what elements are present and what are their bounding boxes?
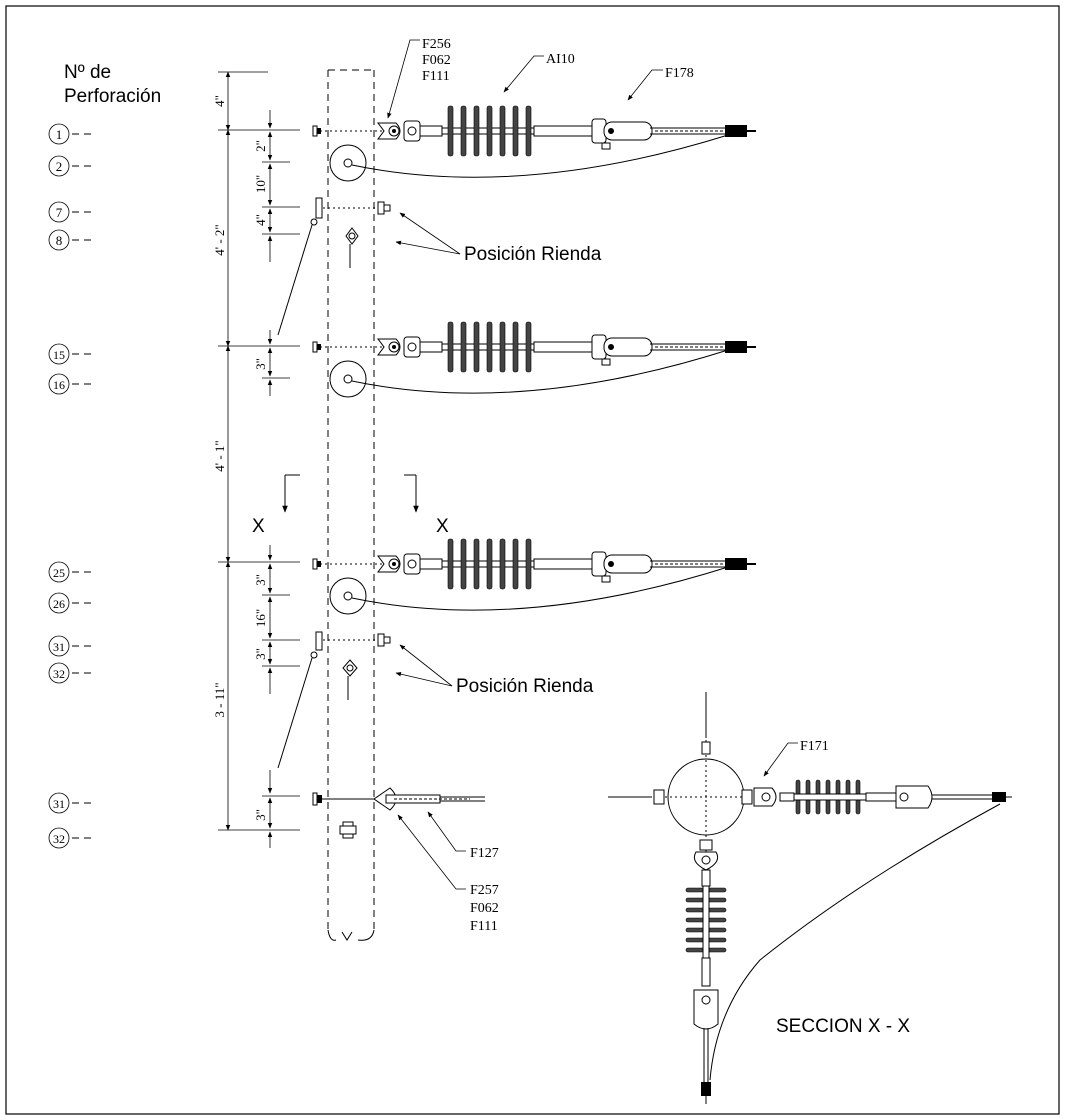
svg-text:3 - 11": 3 - 11" (212, 682, 227, 717)
svg-text:15: 15 (53, 348, 65, 362)
svg-text:31: 31 (53, 640, 65, 654)
svg-text:4' - 1": 4' - 1" (212, 440, 227, 471)
svg-text:4' - 2": 4' - 2" (212, 224, 227, 255)
hole-number: 32 (48, 662, 95, 684)
svg-text:F062: F062 (422, 53, 451, 68)
svg-text:10": 10" (253, 175, 268, 193)
svg-text:1: 1 (56, 127, 63, 142)
svg-text:3": 3" (253, 574, 268, 586)
svg-text:4": 4" (212, 95, 227, 107)
svg-text:32: 32 (53, 667, 65, 681)
guy-attachment-1 (277, 197, 391, 336)
svg-text:AI10: AI10 (546, 52, 575, 67)
header-label: Nº de (64, 62, 111, 83)
anchor-eye-2 (329, 349, 729, 398)
callout-top-hardware: F256 F062 F111 (387, 37, 451, 119)
svg-text:F127: F127 (470, 846, 499, 861)
section-view (608, 692, 1012, 1104)
hole-number: 2 (48, 155, 95, 177)
svg-text:2: 2 (56, 159, 63, 174)
hole-number: 15 (48, 343, 95, 365)
pole-outline (327, 69, 375, 941)
cut-label-left: X (252, 516, 265, 537)
svg-text:16: 16 (53, 378, 65, 392)
dimension-chain-inner (262, 110, 300, 848)
callout-guy-clamp: F127 (427, 811, 499, 861)
callout-bottom-hardware: F257 F062 F111 (397, 814, 499, 934)
svg-text:F178: F178 (665, 66, 694, 81)
svg-text:3": 3" (253, 358, 268, 370)
callout-deadend-clamp: F178 (627, 66, 694, 101)
hole-number: 8 (48, 229, 95, 251)
anchor-eye-3 (329, 566, 729, 615)
hole-number: 26 (48, 592, 95, 614)
guy-attachment-2 (277, 631, 391, 769)
svg-text:Posición Rienda: Posición Rienda (464, 244, 602, 265)
callout-insulator: AI10 (503, 52, 575, 93)
svg-text:4": 4" (253, 214, 268, 226)
svg-text:F257: F257 (470, 883, 499, 898)
svg-text:F062: F062 (470, 901, 499, 916)
svg-text:16": 16" (253, 609, 268, 627)
svg-text:8: 8 (56, 233, 63, 248)
svg-text:F111: F111 (470, 919, 498, 934)
svg-text:F256: F256 (422, 37, 451, 52)
hole-number-column: 1 2 7 8 15 16 25 26 31 32 31 32 (48, 123, 95, 849)
hole-number: 7 (48, 201, 95, 223)
hole-number: 1 (48, 123, 95, 145)
svg-text:7: 7 (56, 205, 63, 220)
hole-number: 16 (48, 373, 95, 395)
dimension-labels: 4" 2" 10" 4" 4' - 2" 3" 4' - 1" 3" 16" 3… (212, 95, 268, 821)
svg-text:F111: F111 (422, 69, 450, 84)
svg-text:26: 26 (53, 597, 65, 611)
hole-number: 32 (48, 827, 95, 849)
callout-section-hardware: F171 (763, 739, 829, 777)
header-label: Perforación (64, 86, 161, 107)
svg-text:Posición Rienda: Posición Rienda (456, 676, 594, 697)
dimension-chain-outer (218, 71, 300, 831)
svg-text:25: 25 (53, 566, 65, 580)
hole-number: 31 (48, 792, 95, 814)
svg-text:31: 31 (53, 797, 65, 811)
svg-text:3": 3" (253, 648, 268, 660)
cut-label-right: X (436, 516, 449, 537)
deadend-assembly-3 (313, 539, 756, 589)
svg-text:F171: F171 (800, 739, 829, 754)
anchor-eye-1 (329, 134, 729, 182)
section-cut-markers: X X (252, 474, 449, 537)
hole-number: 31 (48, 635, 95, 657)
svg-text:3": 3" (253, 809, 268, 821)
section-title: SECCION X - X (776, 1016, 910, 1037)
deadend-assembly-1 (313, 106, 756, 156)
svg-text:32: 32 (53, 832, 65, 846)
callout-guy-position-2: Posición Rienda (395, 644, 594, 697)
svg-text:2": 2" (253, 140, 268, 152)
guy-clamp-assembly (312, 787, 485, 839)
deadend-assembly-2 (313, 322, 756, 372)
hole-number: 25 (48, 561, 95, 583)
callout-guy-position-1: Posición Rienda (395, 212, 602, 265)
